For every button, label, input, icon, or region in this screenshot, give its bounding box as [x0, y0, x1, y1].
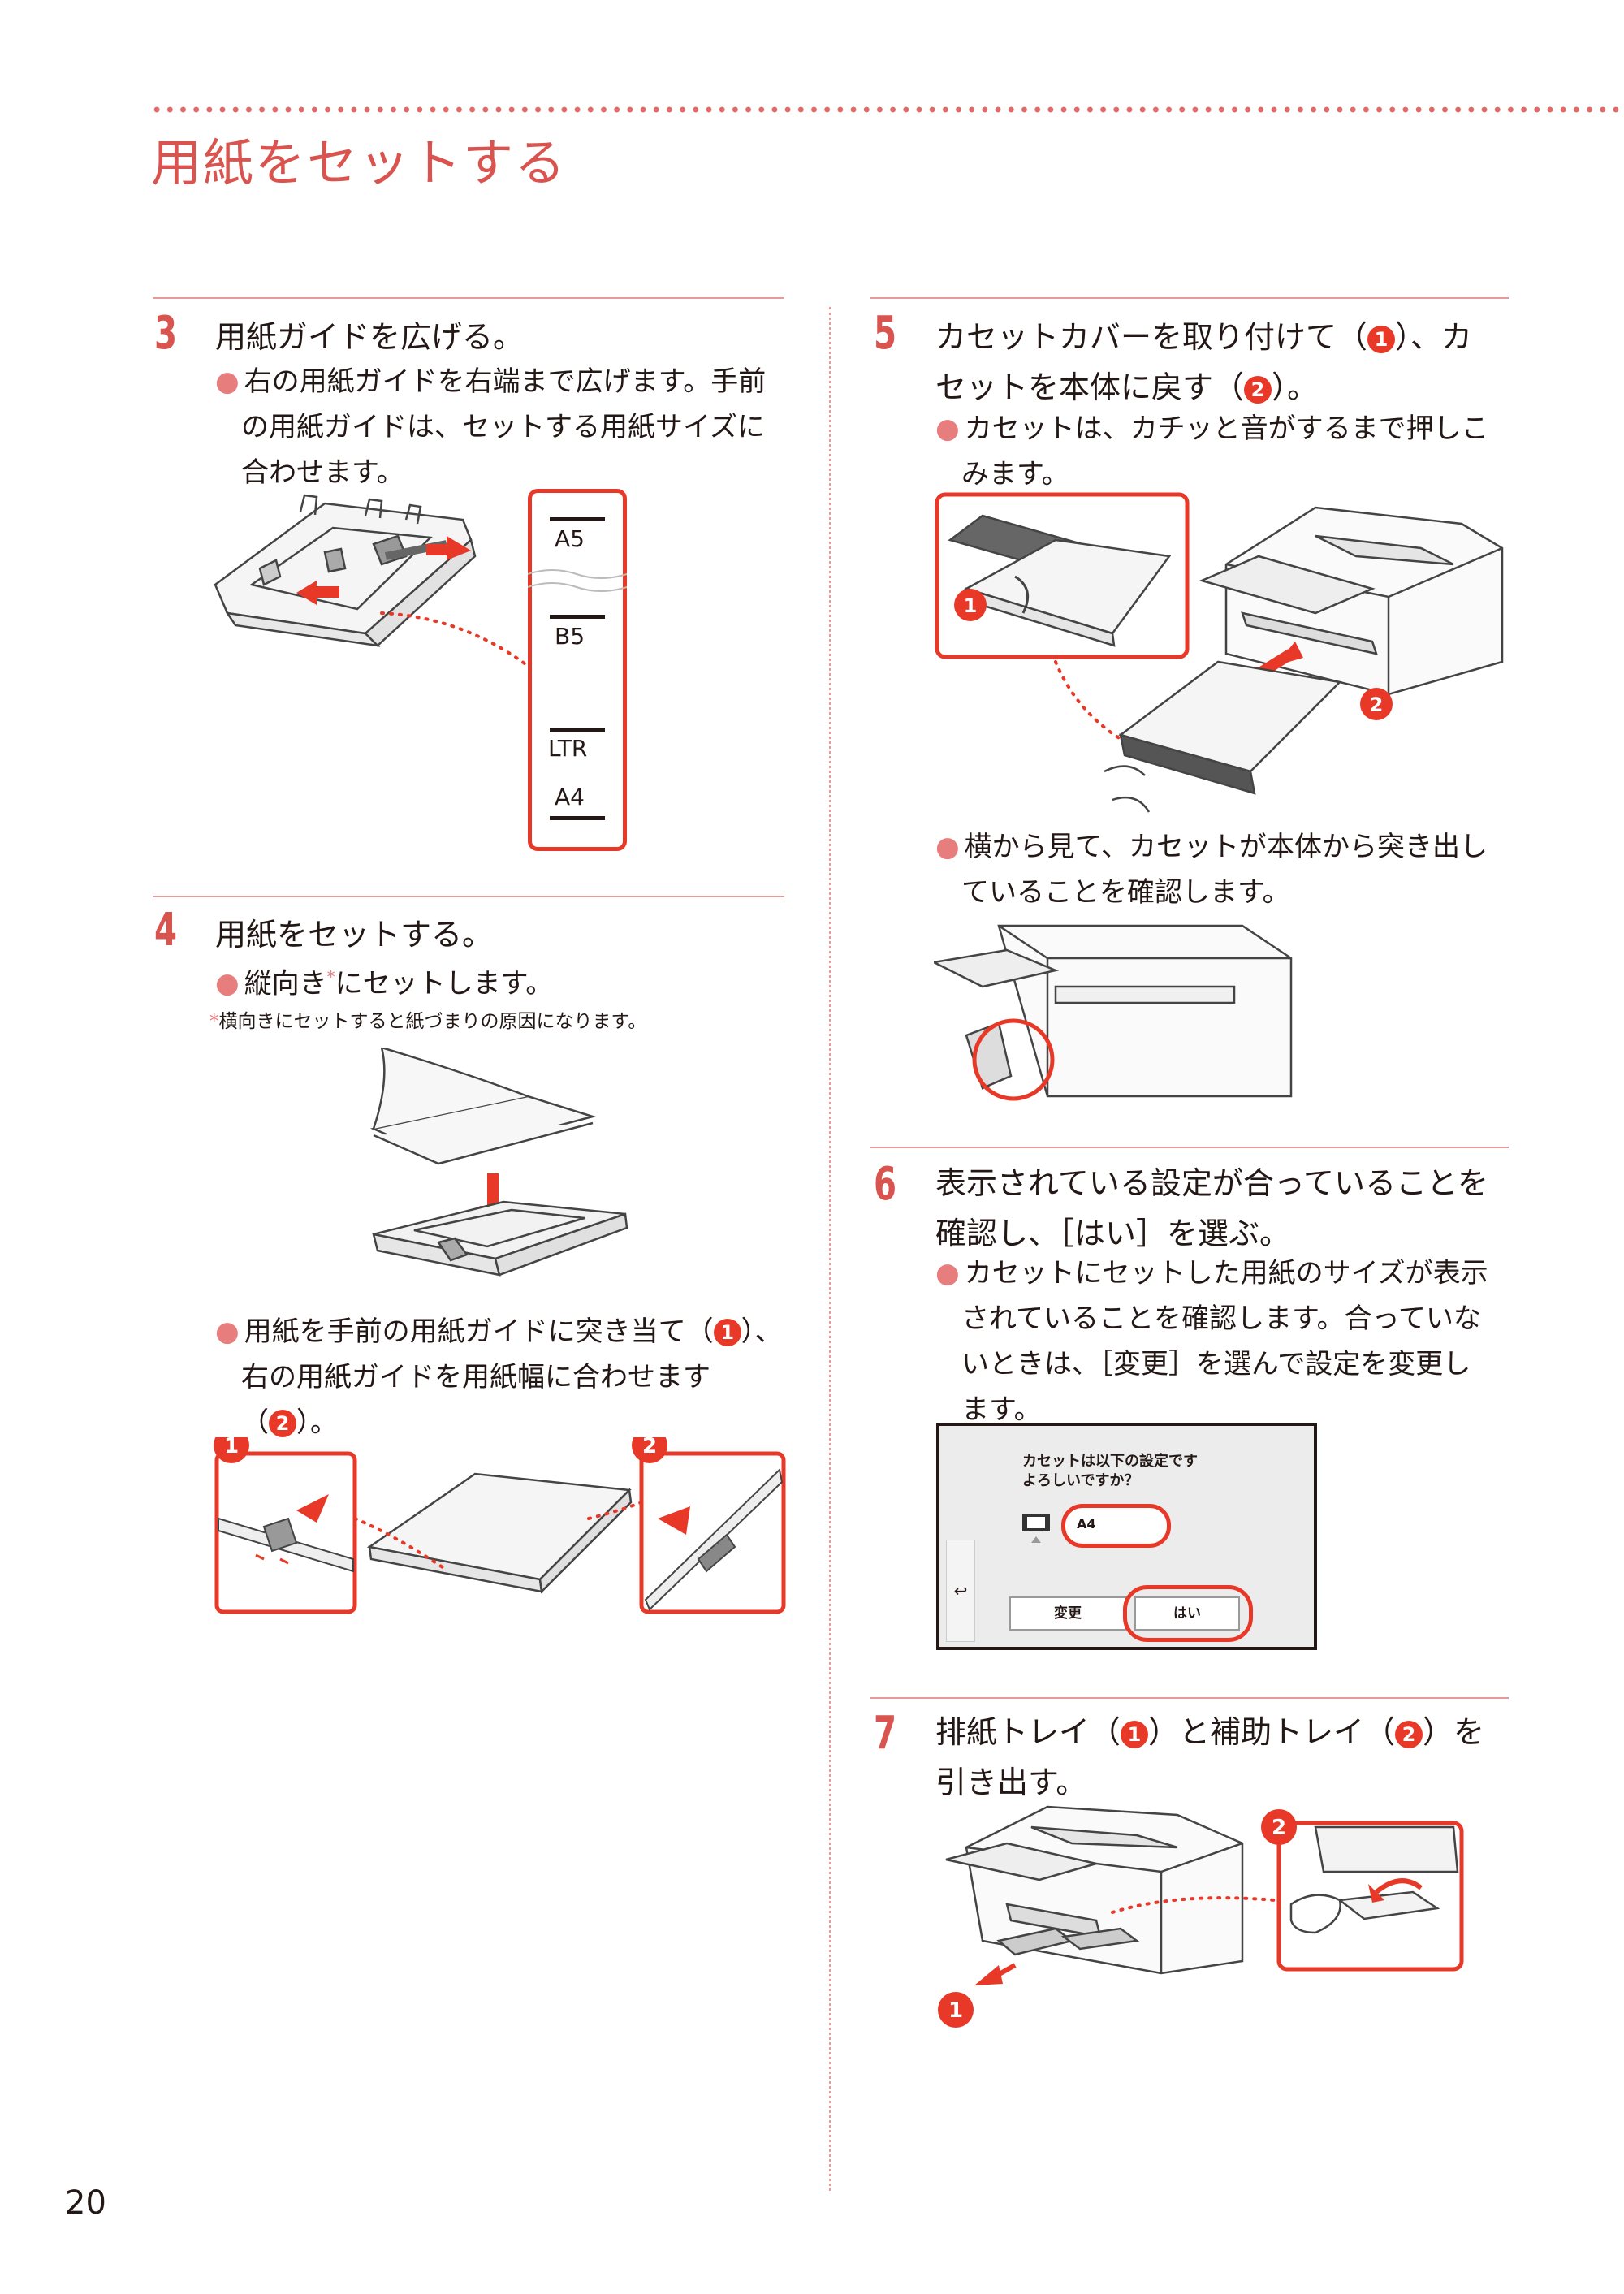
- step-body: ●カセットにセットした用紙のサイズが表示 されていることを確認します。合っていな…: [935, 1257, 1488, 1426]
- size-label-ltr: LTR: [548, 735, 588, 762]
- bullet-icon: ●: [215, 967, 240, 1000]
- arrow-left-icon: [296, 1494, 329, 1523]
- marker-2: 2: [269, 1410, 296, 1437]
- marker-1-text: 1: [224, 1437, 239, 1458]
- arrow-right-icon: [658, 1506, 690, 1535]
- dotted-callout-line: [380, 611, 529, 667]
- highlight-circle: [972, 1018, 1055, 1101]
- step-heading: 用紙ガイドを広げる。: [215, 319, 525, 355]
- bullet-icon: ●: [215, 1315, 240, 1348]
- page-number: 20: [65, 2184, 106, 2222]
- step-body: ●横から見て、カセットが本体から突き出し ていることを確認します。: [935, 831, 1488, 909]
- yes-button[interactable]: はい: [1134, 1596, 1240, 1631]
- rule-step7: [870, 1697, 1509, 1699]
- marker-1: 1: [1121, 1721, 1149, 1748]
- yes-button-highlight: [1123, 1585, 1253, 1642]
- bullet-icon: ●: [935, 413, 960, 445]
- step-number: 4: [154, 904, 178, 957]
- paper-size-field: A4: [1061, 1504, 1171, 1548]
- rule-step6: [870, 1147, 1509, 1148]
- curved-arrow-icon: [1368, 1884, 1384, 1903]
- marker-2-text: 2: [642, 1437, 657, 1458]
- back-button[interactable]: ↩: [946, 1540, 975, 1642]
- arrow-right-icon: [447, 536, 471, 560]
- marker-1-text: 1: [964, 594, 978, 617]
- paper-loading-illustration: [369, 1048, 628, 1277]
- touchscreen-panel: カセットは以下の設定です よろしいですか？ ↩ A4 変更 はい: [936, 1423, 1317, 1650]
- paper-size-scale-panel: A5 B5 LTR A4: [528, 489, 627, 851]
- step-body: ●用紙を手前の用紙ガイドに突き当て（1）、 右の用紙ガイドを用紙幅に合わせます …: [215, 1315, 783, 1439]
- step-number: 5: [874, 307, 897, 360]
- size-label-a4: A4: [555, 784, 585, 810]
- change-button[interactable]: 変更: [1009, 1596, 1126, 1631]
- page-title: 用紙をセットする: [151, 133, 568, 192]
- output-tray-illustration: 1 2: [938, 1805, 1464, 2028]
- cassette-guide-illustration: [214, 494, 529, 667]
- step-number: 6: [874, 1158, 897, 1211]
- marker-2: 2: [1244, 376, 1272, 404]
- arrow-left-icon: [974, 1965, 1003, 1985]
- marker-1-text: 1: [948, 1998, 963, 2023]
- step-heading: 表示されている設定が合っていることを 確認し、［はい］を選ぶ。: [935, 1165, 1488, 1251]
- side-view-illustration: [934, 924, 1293, 1101]
- footnote: *横向きにセットすると紙づまりの原因になります。: [209, 1011, 647, 1032]
- marker-2: 2: [1395, 1721, 1423, 1748]
- marker-2-badge: [632, 1437, 667, 1463]
- screen-message: カセットは以下の設定です よろしいですか？: [1022, 1453, 1198, 1489]
- step-body: ●カセットは、カチッと音がするまで押しこ みます。: [935, 413, 1489, 490]
- step-body: ●右の用紙ガイドを右端まで広げます。手前 の用紙ガイドは、セットする用紙サイズに…: [215, 365, 767, 489]
- marker-2-text: 2: [1272, 1816, 1286, 1840]
- step-heading: 排紙トレイ（1）と補助トレイ（2）を 引き出す。: [935, 1714, 1485, 1800]
- cassette-icon: [1022, 1514, 1050, 1543]
- marker-1: 1: [713, 1319, 741, 1346]
- size-label-a5: A5: [555, 525, 585, 552]
- size-label-b5: B5: [555, 623, 585, 650]
- marker-1: 1: [1367, 326, 1396, 353]
- step-heading: カセットカバーを取り付けて（1）、カ セットを本体に戻す（2）。: [935, 319, 1473, 405]
- step-body: ●縦向き*にセットします。: [215, 967, 554, 1000]
- guide-alignment-illustration: 1 2: [214, 1437, 786, 1614]
- bullet-icon: ●: [215, 365, 240, 398]
- bullet-icon: ●: [935, 1257, 960, 1290]
- step-number: 7: [874, 1707, 897, 1760]
- arrow-left-icon: [296, 581, 317, 605]
- step-number: 3: [154, 307, 178, 360]
- rule-step4: [153, 896, 784, 897]
- step-heading: 用紙をセットする。: [215, 917, 494, 953]
- header-dotted-rule: [150, 106, 1624, 113]
- wavy-break-icon: [528, 569, 627, 592]
- marker-2-text: 2: [1370, 693, 1384, 716]
- rule-step3: [153, 297, 784, 299]
- rule-step5: [870, 297, 1509, 299]
- column-divider: [829, 307, 831, 2191]
- bullet-icon: ●: [935, 831, 960, 863]
- marker-1-badge: [214, 1437, 249, 1463]
- cassette-cover-illustration: 1 2: [935, 492, 1504, 813]
